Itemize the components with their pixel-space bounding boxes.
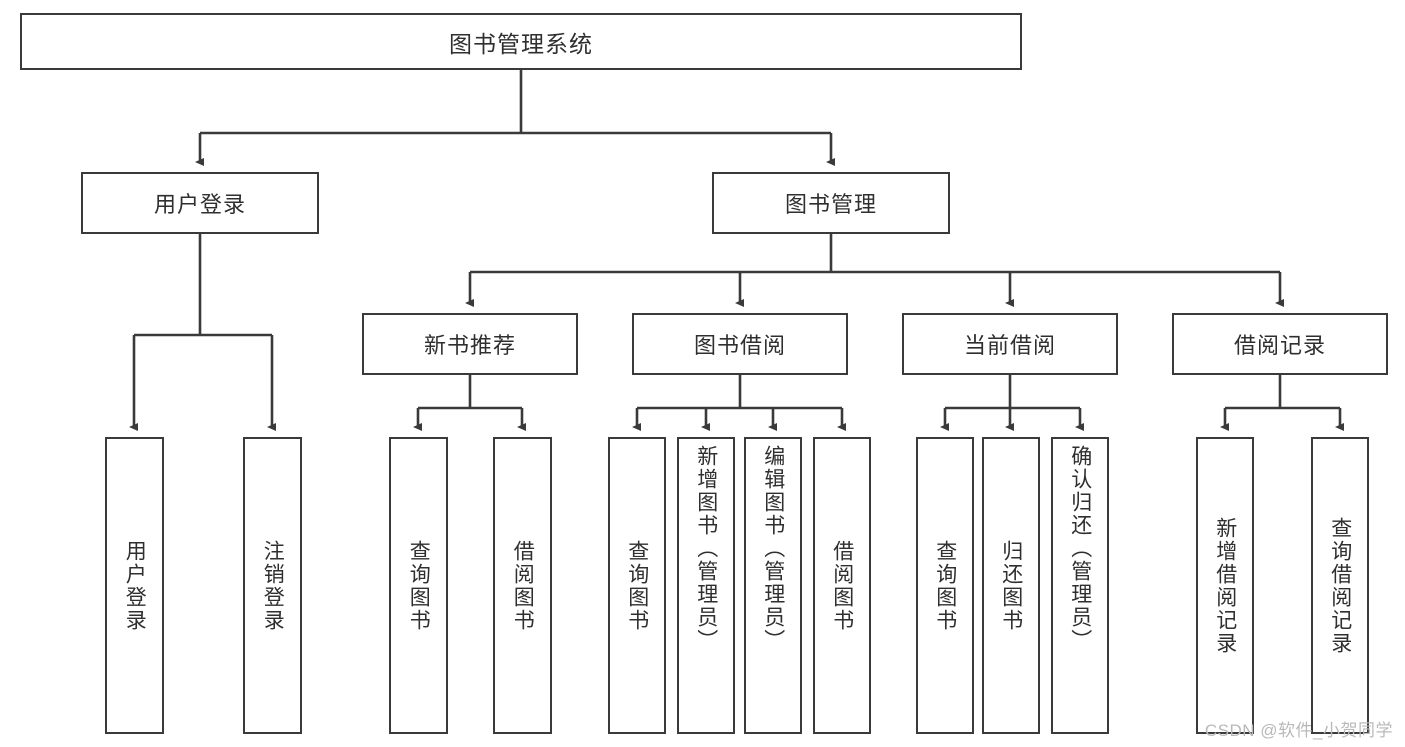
node-label: 归还图书 <box>999 539 1023 632</box>
node-label: 借阅图书 <box>830 539 854 632</box>
node-label: 图书管理系统 <box>449 30 593 57</box>
leaf-current-borrow-query[interactable]: 查询图书 <box>916 437 974 734</box>
node-label: 图书管理 <box>784 192 877 217</box>
node-label: 新增借阅记录 <box>1213 516 1237 655</box>
leaf-current-borrow-confirm-return[interactable]: 确认归还（管理员） <box>1051 437 1109 734</box>
node-label: 当前借阅 <box>963 333 1056 358</box>
leaf-borrow-record-add[interactable]: 新增借阅记录 <box>1196 437 1254 734</box>
node-label: 确认归还（管理员） <box>1068 445 1092 652</box>
node-current-borrow[interactable]: 当前借阅 <box>902 313 1118 375</box>
node-label: 查询图书 <box>933 539 957 632</box>
leaf-book-borrow-edit[interactable]: 编辑图书（管理员） <box>744 437 802 734</box>
node-label: 图书借阅 <box>693 333 786 358</box>
node-book-management[interactable]: 图书管理 <box>712 172 950 234</box>
node-label: 用户登录 <box>153 192 246 217</box>
node-user-login[interactable]: 用户登录 <box>81 172 319 234</box>
node-book-borrow[interactable]: 图书借阅 <box>632 313 848 375</box>
leaf-user-login-login[interactable]: 用户登录 <box>105 437 164 734</box>
node-label: 注销登录 <box>261 539 285 632</box>
leaf-new-book-query[interactable]: 查询图书 <box>389 437 448 734</box>
node-new-book-recommend[interactable]: 新书推荐 <box>362 313 578 375</box>
node-label: 查询图书 <box>407 539 431 632</box>
leaf-new-book-borrow[interactable]: 借阅图书 <box>493 437 552 734</box>
leaf-book-borrow-add[interactable]: 新增图书（管理员） <box>677 437 735 734</box>
leaf-book-borrow-query[interactable]: 查询图书 <box>608 437 666 734</box>
node-label: 用户登录 <box>123 539 147 632</box>
leaf-user-login-logout[interactable]: 注销登录 <box>243 437 302 734</box>
node-label: 新增图书（管理员） <box>694 445 718 652</box>
node-root-system[interactable]: 图书管理系统 <box>20 13 1022 70</box>
leaf-borrow-record-query[interactable]: 查询借阅记录 <box>1311 437 1369 734</box>
node-label: 借阅记录 <box>1233 333 1326 358</box>
node-label: 编辑图书（管理员） <box>761 445 785 652</box>
node-label: 查询图书 <box>625 539 649 632</box>
node-label: 查询借阅记录 <box>1328 516 1352 655</box>
node-borrow-record[interactable]: 借阅记录 <box>1172 313 1388 375</box>
leaf-current-borrow-return[interactable]: 归还图书 <box>982 437 1040 734</box>
node-label: 新书推荐 <box>423 333 516 358</box>
leaf-book-borrow-borrow[interactable]: 借阅图书 <box>813 437 871 734</box>
node-label: 借阅图书 <box>511 539 535 632</box>
